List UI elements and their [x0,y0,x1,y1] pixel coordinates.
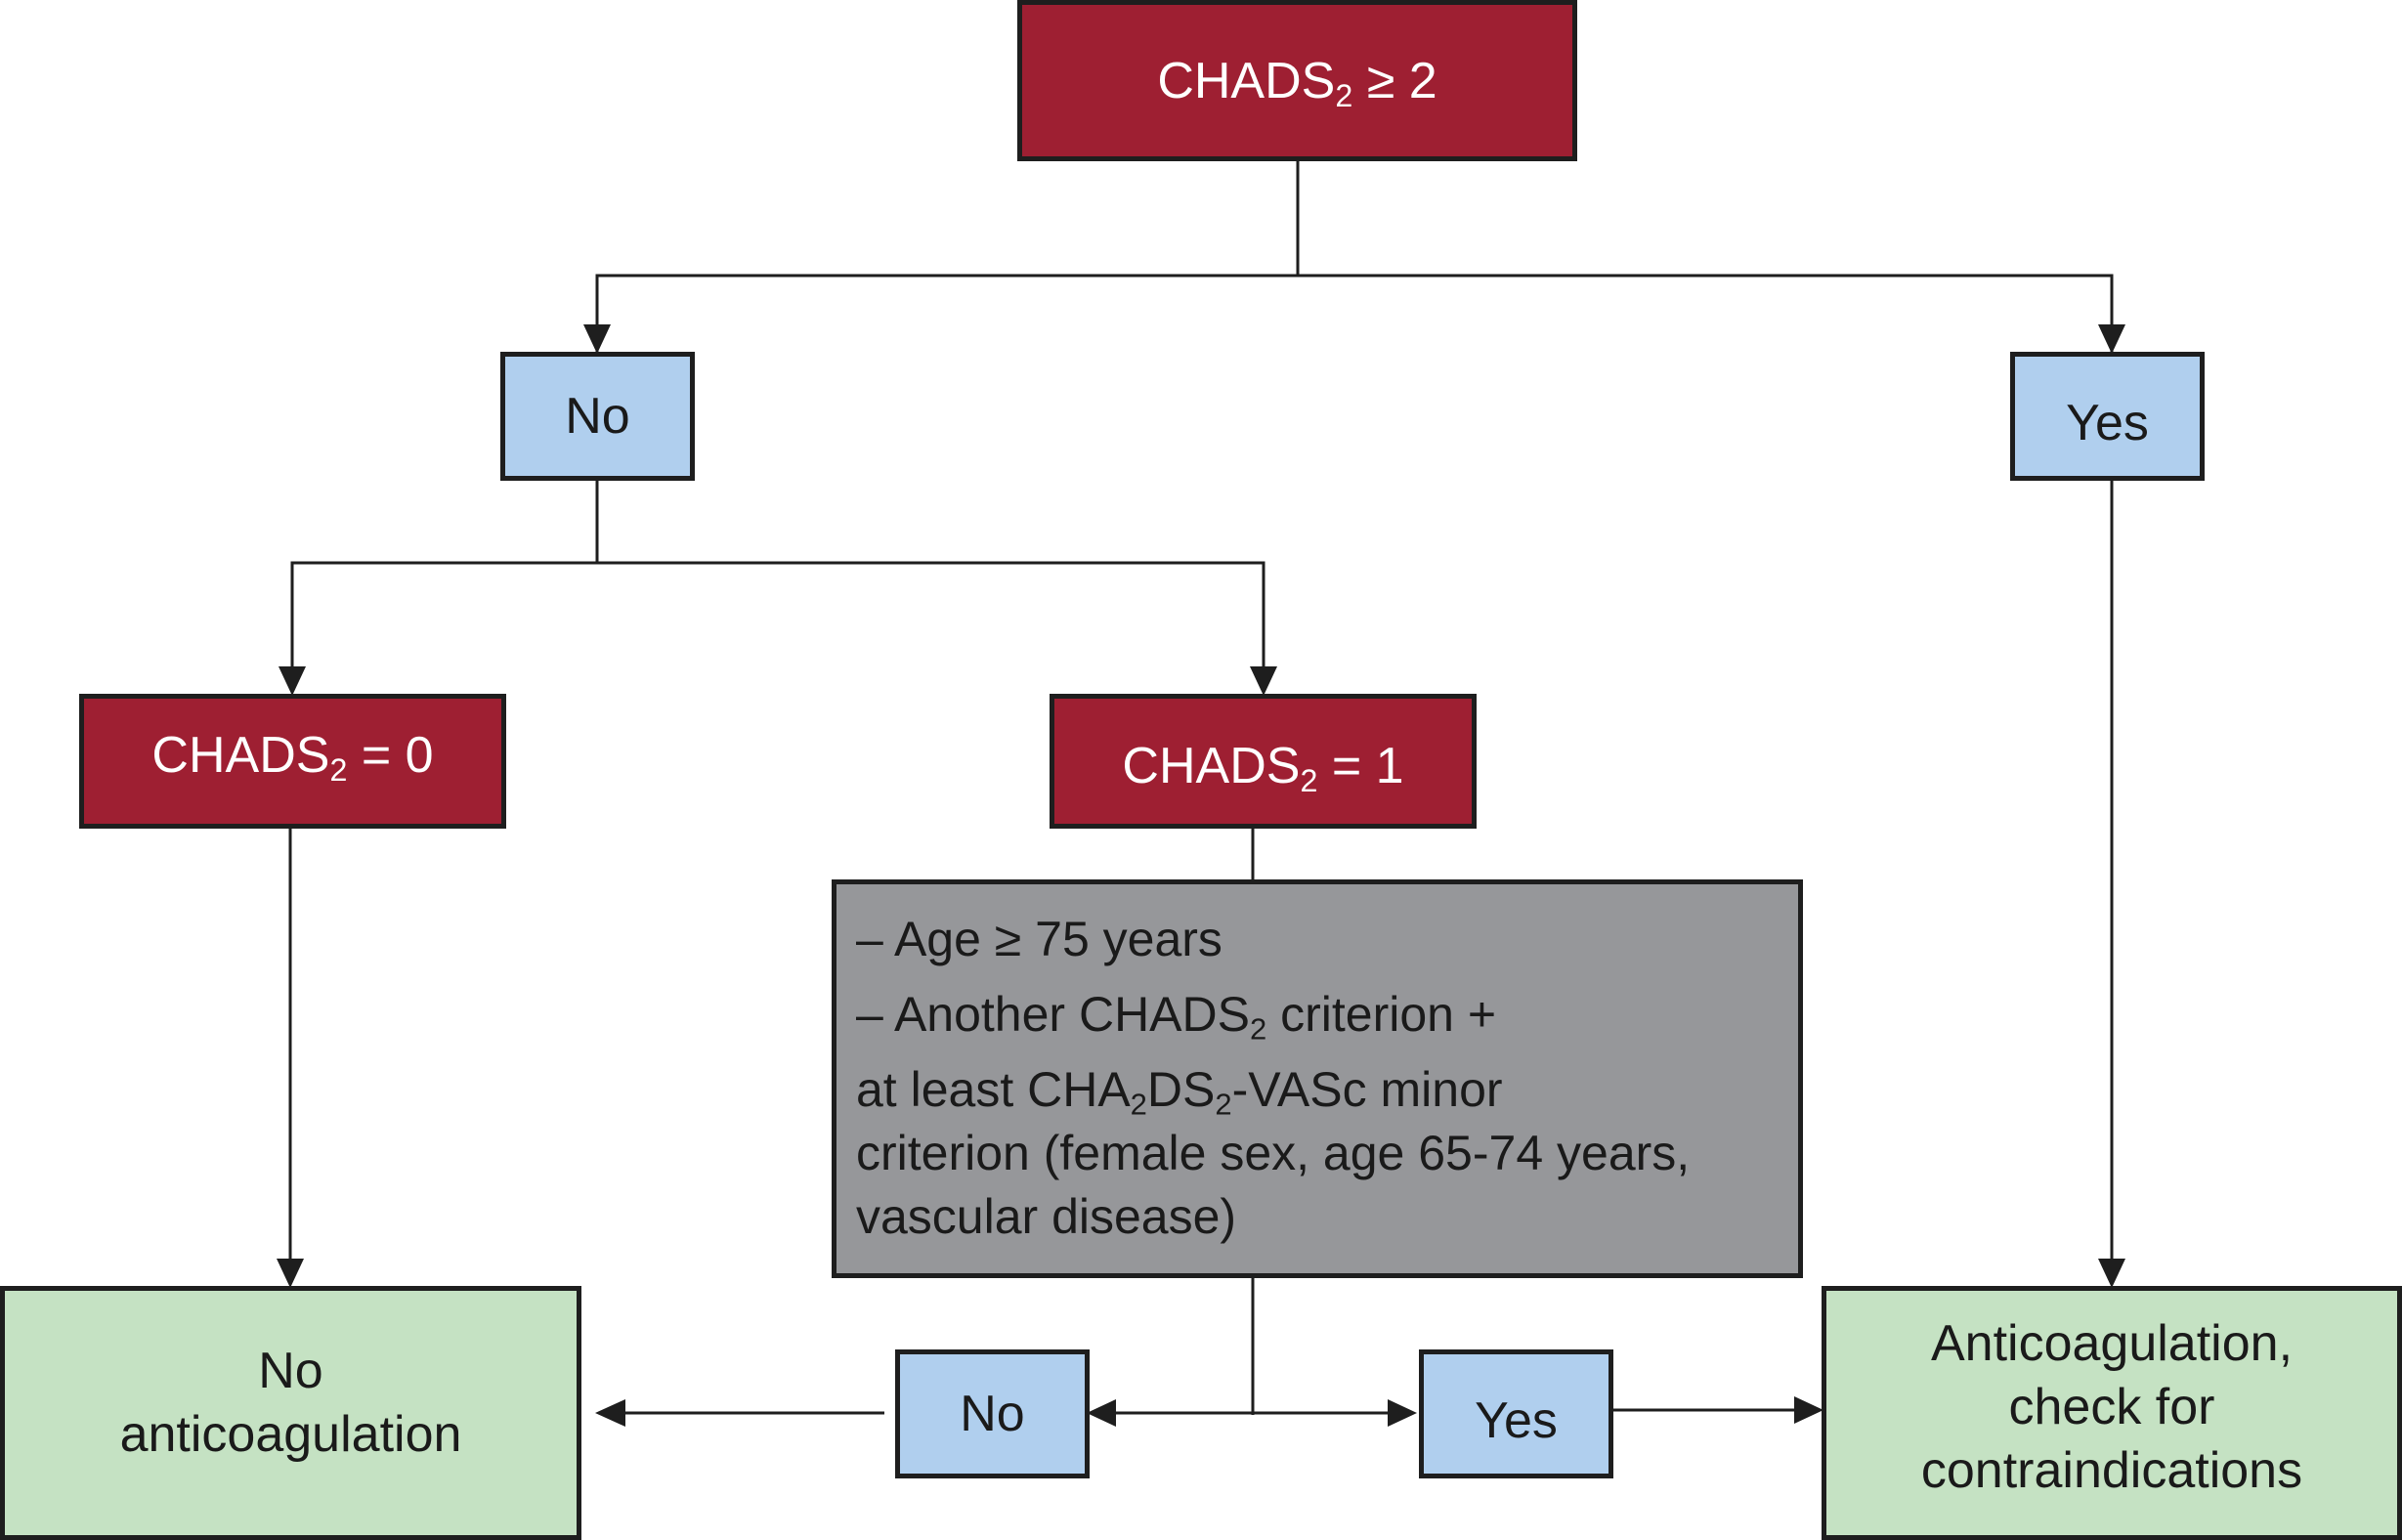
arrowhead-anticoag [2098,1259,2125,1288]
no-top-label: No [565,388,630,445]
arrowhead-no-top [583,324,611,354]
connector-no-to-chads1 [597,561,1265,692]
arrowhead-no-anticoag-left [595,1399,625,1427]
arrowhead-chads0 [279,666,306,696]
arrowhead-chads1 [1250,666,1277,696]
arrowhead-no-bottom [1087,1399,1116,1427]
chads2-ge-2-box: CHADS2 ≥ 2 [1017,0,1577,161]
chads2-eq-0-box: CHADS2 = 0 [79,694,506,829]
no-bottom-label: No [960,1386,1025,1442]
arrowhead-yes-bottom [1388,1399,1417,1427]
chads2-eq-1-box: CHADS2 = 1 [1050,694,1477,829]
chads2-eq-0-label: CHADS2 = 0 [151,727,434,789]
yes-bottom-box: Yes [1419,1349,1613,1478]
arrowhead-anticoag-right [1794,1396,1823,1424]
chads2-eq-1-label: CHADS2 = 1 [1122,738,1404,799]
anticoagulation-label: Anticoagulation, check for contraindicat… [1920,1314,2303,1499]
criteria-age-line: – Age ≥ 75 years [856,912,1222,966]
no-bottom-box: No [895,1349,1090,1478]
no-anticoagulation-box: No anticoagulation [0,1286,581,1540]
yes-bottom-label: Yes [1475,1392,1558,1449]
arrowheads [277,324,2125,1427]
no-anticoagulation-label: No anticoagulation [119,1343,462,1463]
criteria-minor-line: criterion (female sex, age 65-74 years, [856,1126,1691,1180]
connector-no-to-chads0 [290,561,597,692]
connector-root-to-yes [1298,274,2114,352]
criteria-box: – Age ≥ 75 years – Another CHADS2 criter… [832,879,1803,1278]
criteria-another-line: – Another CHADS2 criterion + [856,987,1497,1047]
arrowhead-yes-top [2098,324,2125,354]
no-top-box: No [500,352,695,481]
arrowhead-no-anticoag [277,1259,304,1288]
yes-top-label: Yes [2066,395,2149,451]
chads2-ge-2-label: CHADS2 ≥ 2 [1157,52,1437,113]
criteria-vasc-line: at least CHA2DS2-VASc minor [856,1062,1503,1122]
anticoagulation-box: Anticoagulation, check for contraindicat… [1822,1286,2402,1540]
connector-root-to-no [595,274,1298,352]
yes-top-box: Yes [2010,352,2205,481]
criteria-vascular-line: vascular disease) [856,1189,1237,1244]
